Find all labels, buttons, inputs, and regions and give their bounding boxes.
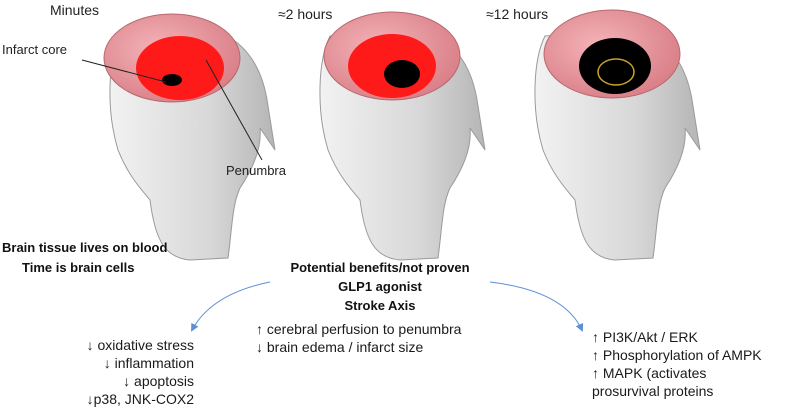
- summary-line-1: Brain tissue lives on blood: [2, 240, 168, 255]
- center-line-1: Potential benefits/not proven: [290, 260, 470, 275]
- middle-effects-list: ↑ cerebral perfusion to penumbra ↓ brain…: [256, 320, 461, 356]
- left-effects-list: ↓ oxidative stress ↓ inflammation ↓ apop…: [48, 336, 194, 408]
- infarct-core-2-hours: [384, 60, 420, 88]
- infarct-core-pointer: [81, 59, 167, 83]
- penumbra-pointer: [205, 59, 263, 161]
- penumbra-label: Penumbra: [226, 163, 286, 178]
- infarct-core-minutes: [162, 74, 182, 86]
- residual-ring-12-hours: [597, 58, 635, 86]
- right-effects-list: ↑ PI3K/Akt / ERK ↑ Phosphorylation of AM…: [592, 328, 762, 400]
- head-minutes: [103, 13, 276, 261]
- head-2-hours: [319, 11, 486, 261]
- right-effect-item: ↑ Phosphorylation of AMPK: [592, 347, 762, 363]
- penumbra-region-minutes: [136, 36, 224, 100]
- summary-line-2: Time is brain cells: [22, 260, 135, 275]
- right-effect-item: ↑ PI3K/Akt / ERK: [592, 329, 698, 345]
- left-effect-item: ↓p38, JNK-COX2: [86, 391, 194, 407]
- head-12-hours: [534, 9, 701, 261]
- middle-effect-item: ↑ cerebral perfusion to penumbra: [256, 321, 462, 337]
- infarct-core-12-hours: [579, 38, 651, 94]
- center-heading: Potential benefits/not proven GLP1 agoni…: [270, 258, 490, 315]
- stage-label-12-hours: ≈12 hours: [486, 6, 549, 22]
- right-effect-item: ↑ MAPK (activates: [592, 365, 707, 381]
- arrow-right: [489, 281, 584, 332]
- left-effect-item: ↓ oxidative stress: [86, 337, 194, 353]
- stage-label-2-hours: ≈2 hours: [278, 6, 333, 22]
- right-effect-item: prosurvival proteins: [592, 383, 714, 399]
- left-effect-item: ↓ inflammation: [103, 355, 194, 371]
- left-effect-item: ↓ apoptosis: [123, 373, 194, 389]
- infarct-core-label: Infarct core: [2, 42, 68, 57]
- arrow-left: [191, 281, 271, 332]
- stage-label-minutes: Minutes: [50, 2, 100, 18]
- center-line-2: GLP1 agonist: [338, 279, 422, 294]
- center-line-3: Stroke Axis: [344, 298, 416, 313]
- middle-effect-item: ↓ brain edema / infarct size: [256, 339, 424, 355]
